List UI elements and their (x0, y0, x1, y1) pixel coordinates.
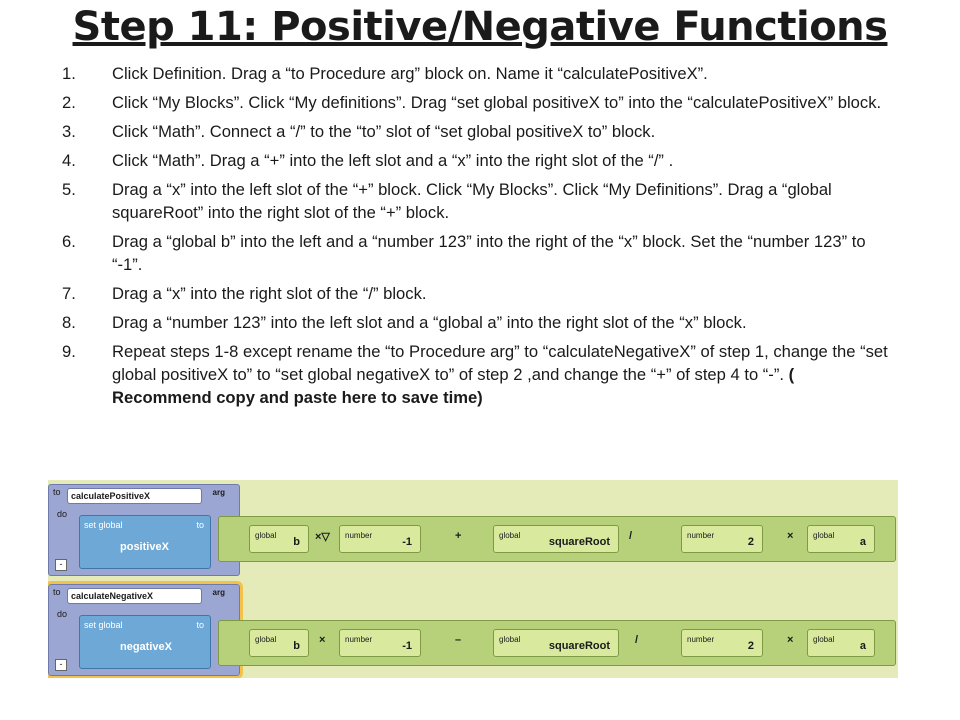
block-value: -1 (402, 536, 412, 548)
block-key: number (687, 635, 715, 644)
block-value: -1 (402, 640, 412, 652)
step-text: Drag a “global b” into the left and a “n… (112, 232, 866, 274)
minus-operator[interactable]: – (455, 634, 462, 646)
block-key: number (687, 531, 715, 540)
set-global-block[interactable]: set global to negativeX (79, 615, 211, 669)
set-global-label: set global (84, 520, 123, 530)
multiply-operator[interactable]: × (787, 530, 794, 542)
step-number: 8. (62, 313, 76, 332)
blocks-screenshot: to calculatePositiveX arg do set global … (48, 480, 898, 678)
collapse-button[interactable]: - (55, 559, 67, 571)
number-block[interactable]: number 2 (681, 525, 763, 553)
step-number: 5. (62, 180, 76, 199)
step-text: Repeat steps 1-8 except rename the “to P… (112, 342, 888, 384)
step-text: Drag a “number 123” into the left slot a… (112, 313, 747, 332)
block-key: global (813, 531, 835, 540)
proc-arg-label: arg (212, 488, 225, 497)
multiply-operator[interactable]: ×▽ (315, 531, 330, 543)
proc-name-field[interactable]: calculateNegativeX (67, 588, 202, 604)
global-a-block[interactable]: global a (807, 525, 875, 553)
block-value: 2 (747, 536, 754, 548)
global-b-block[interactable]: global b (249, 629, 309, 657)
proc-to-label: to (53, 487, 61, 497)
divide-operator[interactable]: / (635, 634, 639, 646)
step-number: 6. (62, 232, 76, 251)
block-key: global (255, 531, 277, 540)
global-squareroot-block[interactable]: global squareRoot (493, 525, 619, 553)
block-value: 2 (747, 640, 754, 652)
step-item: 8. Drag a “number 123” into the left slot… (62, 311, 898, 334)
step-text: Click “Math”. Drag a “+” into the left s… (112, 151, 674, 170)
multiply-operator[interactable]: × (319, 634, 326, 646)
procedure-block-positive[interactable]: to calculatePositiveX arg do set global … (48, 484, 240, 576)
step-item: 6. Drag a “global b” into the left and a … (62, 230, 898, 276)
steps-list: 1. Click Definition. Drag a “to Procedure… (62, 62, 898, 415)
step-number: 7. (62, 284, 76, 303)
global-b-block[interactable]: global b (249, 525, 309, 553)
block-value: b (293, 536, 300, 548)
set-to-label: to (196, 520, 204, 530)
block-value: squareRoot (548, 536, 610, 548)
step-text: Drag a “x” into the left slot of the “+”… (112, 180, 832, 222)
global-squareroot-block[interactable]: global squareRoot (493, 629, 619, 657)
multiply-operator[interactable]: × (787, 634, 794, 646)
step-item: 3. Click “Math”. Connect a “/” to the “to… (62, 120, 898, 143)
step-note: ( Recommend copy and paste here to save … (112, 365, 795, 407)
global-a-block[interactable]: global a (807, 629, 875, 657)
set-global-block[interactable]: set global to positiveX (79, 515, 211, 569)
step-text: Click Definition. Drag a “to Procedure a… (112, 64, 708, 83)
collapse-button[interactable]: - (55, 659, 67, 671)
step-text: Drag a “x” into the right slot of the “/… (112, 284, 427, 303)
block-key: global (499, 531, 521, 540)
divide-operator[interactable]: / (629, 530, 633, 542)
expression-block-positive[interactable]: global b ×▽ number -1 + global squareRoot /… (218, 516, 896, 562)
proc-name-field[interactable]: calculatePositiveX (67, 488, 202, 504)
block-key: global (255, 635, 277, 644)
block-value: a (859, 536, 866, 548)
step-item: 4. Click “Math”. Drag a “+” into the left… (62, 149, 898, 172)
step-number: 9. (62, 342, 76, 361)
number-block[interactable]: number -1 (339, 629, 421, 657)
global-var-name: positiveX (120, 541, 169, 553)
step-text: Click “Math”. Connect a “/” to the “to” … (112, 122, 656, 141)
block-key: global (499, 635, 521, 644)
step-item: 9. Repeat steps 1-8 except rename the “to… (62, 340, 898, 409)
step-item: 5. Drag a “x” into the left slot of the “… (62, 178, 898, 224)
step-item: 2. Click “My Blocks”. Click “My definitio… (62, 91, 898, 114)
page-title: Step 11: Positive/Negative Functions (72, 4, 888, 50)
proc-do-label: do (57, 509, 68, 519)
block-key: number (345, 635, 373, 644)
step-number: 4. (62, 151, 76, 170)
procedure-block-negative[interactable]: to calculateNegativeX arg do set global … (48, 581, 243, 678)
global-var-name: negativeX (120, 641, 172, 653)
step-number: 1. (62, 64, 76, 83)
number-block[interactable]: number -1 (339, 525, 421, 553)
block-value: a (859, 640, 866, 652)
step-number: 3. (62, 122, 76, 141)
step-item: 7. Drag a “x” into the right slot of the … (62, 282, 898, 305)
block-key: global (813, 635, 835, 644)
set-global-label: set global (84, 620, 123, 630)
plus-operator[interactable]: + (455, 530, 462, 542)
block-key: number (345, 531, 373, 540)
proc-arg-label: arg (212, 588, 225, 597)
block-value: squareRoot (548, 640, 610, 652)
proc-to-label: to (53, 587, 61, 597)
step-text: Click “My Blocks”. Click “My definitions… (112, 93, 882, 112)
step-number: 2. (62, 93, 76, 112)
set-to-label: to (196, 620, 204, 630)
number-block[interactable]: number 2 (681, 629, 763, 657)
block-value: b (293, 640, 300, 652)
proc-do-label: do (57, 609, 68, 619)
step-item: 1. Click Definition. Drag a “to Procedure… (62, 62, 898, 85)
